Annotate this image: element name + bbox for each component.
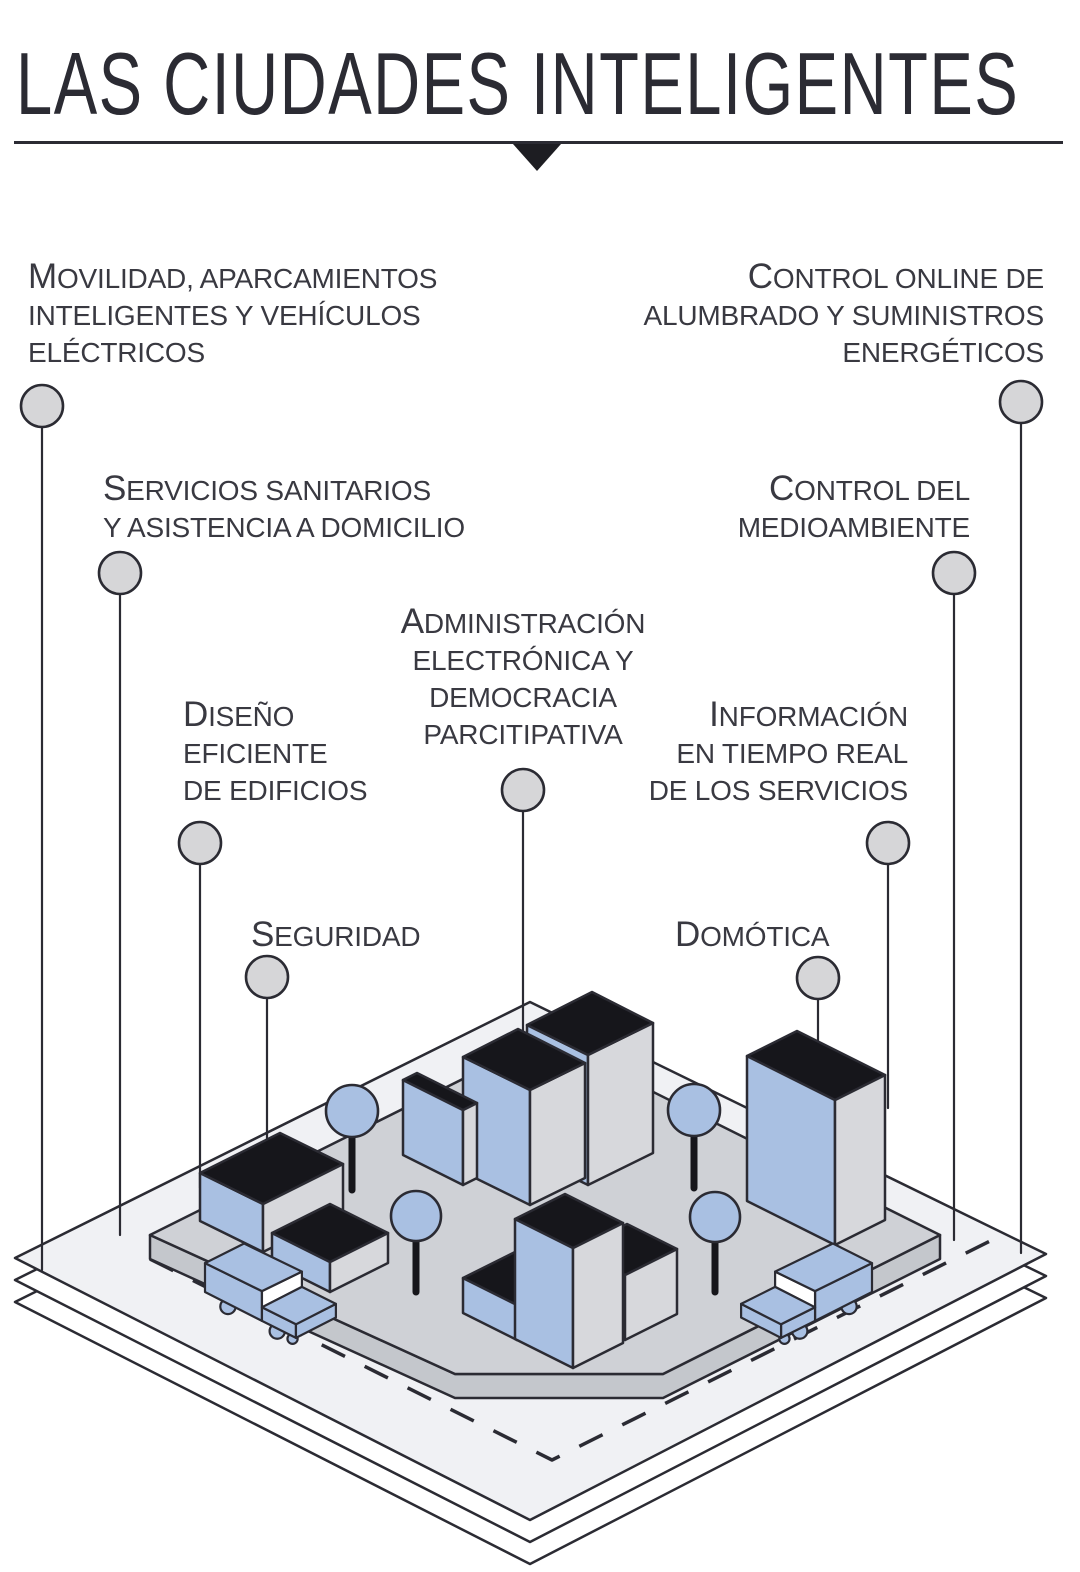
down-triangle-icon xyxy=(513,144,561,171)
pin-domotica xyxy=(795,955,841,1001)
car-icon xyxy=(203,1242,338,1345)
pin-diseno xyxy=(177,820,223,866)
buildings xyxy=(198,990,887,1370)
pin-heads xyxy=(19,379,1044,1001)
page-title: LAS CIUDADES INTELIGENTES xyxy=(16,34,1020,133)
label-control-online: CONTROL ONLINE DE ALUMBRADO Y SUMINISTRO… xyxy=(643,257,1045,368)
label-medioambiente: CONTROL DEL MEDIOAMBIENTE xyxy=(737,469,971,543)
tree-icon xyxy=(389,1189,443,1296)
label-administracion: ADMINISTRACIÓN ELECTRÓNICA Y DEMOCRACIA … xyxy=(400,602,646,750)
label-informacion: INFORMACIÓN EN TIEMPO REAL DE LOS SERVIC… xyxy=(648,695,908,806)
trees xyxy=(324,1082,742,1296)
label-domotica: DOMÓTICA xyxy=(675,915,830,954)
tree-icon xyxy=(688,1190,742,1296)
pin-control-online xyxy=(998,379,1044,425)
pin-seguridad xyxy=(244,954,290,1000)
pin-movilidad xyxy=(19,383,65,429)
building-icon xyxy=(401,1071,479,1187)
leader-lines xyxy=(40,422,1023,1272)
pin-informacion xyxy=(865,820,911,866)
tree-icon xyxy=(666,1082,722,1192)
building-icon xyxy=(270,1202,390,1294)
label-movilidad: MOVILIDAD, APARCAMIENTOS INTELIGENTES Y … xyxy=(28,257,438,368)
title-rule xyxy=(14,141,1063,144)
label-diseno: DISEÑO EFICIENTE DE EDIFICIOS xyxy=(183,695,368,806)
label-servicios: SERVICIOS SANITARIOS Y ASISTENCIA A DOMI… xyxy=(103,469,465,543)
tree-icon xyxy=(324,1083,380,1194)
pin-medioambiente xyxy=(931,550,977,596)
building-icon xyxy=(461,1027,587,1207)
car-icon xyxy=(739,1242,874,1345)
pin-administracion xyxy=(500,767,546,813)
pin-servicios xyxy=(97,550,143,596)
building-icon xyxy=(745,1029,887,1247)
label-seguridad: SEGURIDAD xyxy=(251,915,421,954)
building-icon xyxy=(513,1192,625,1370)
